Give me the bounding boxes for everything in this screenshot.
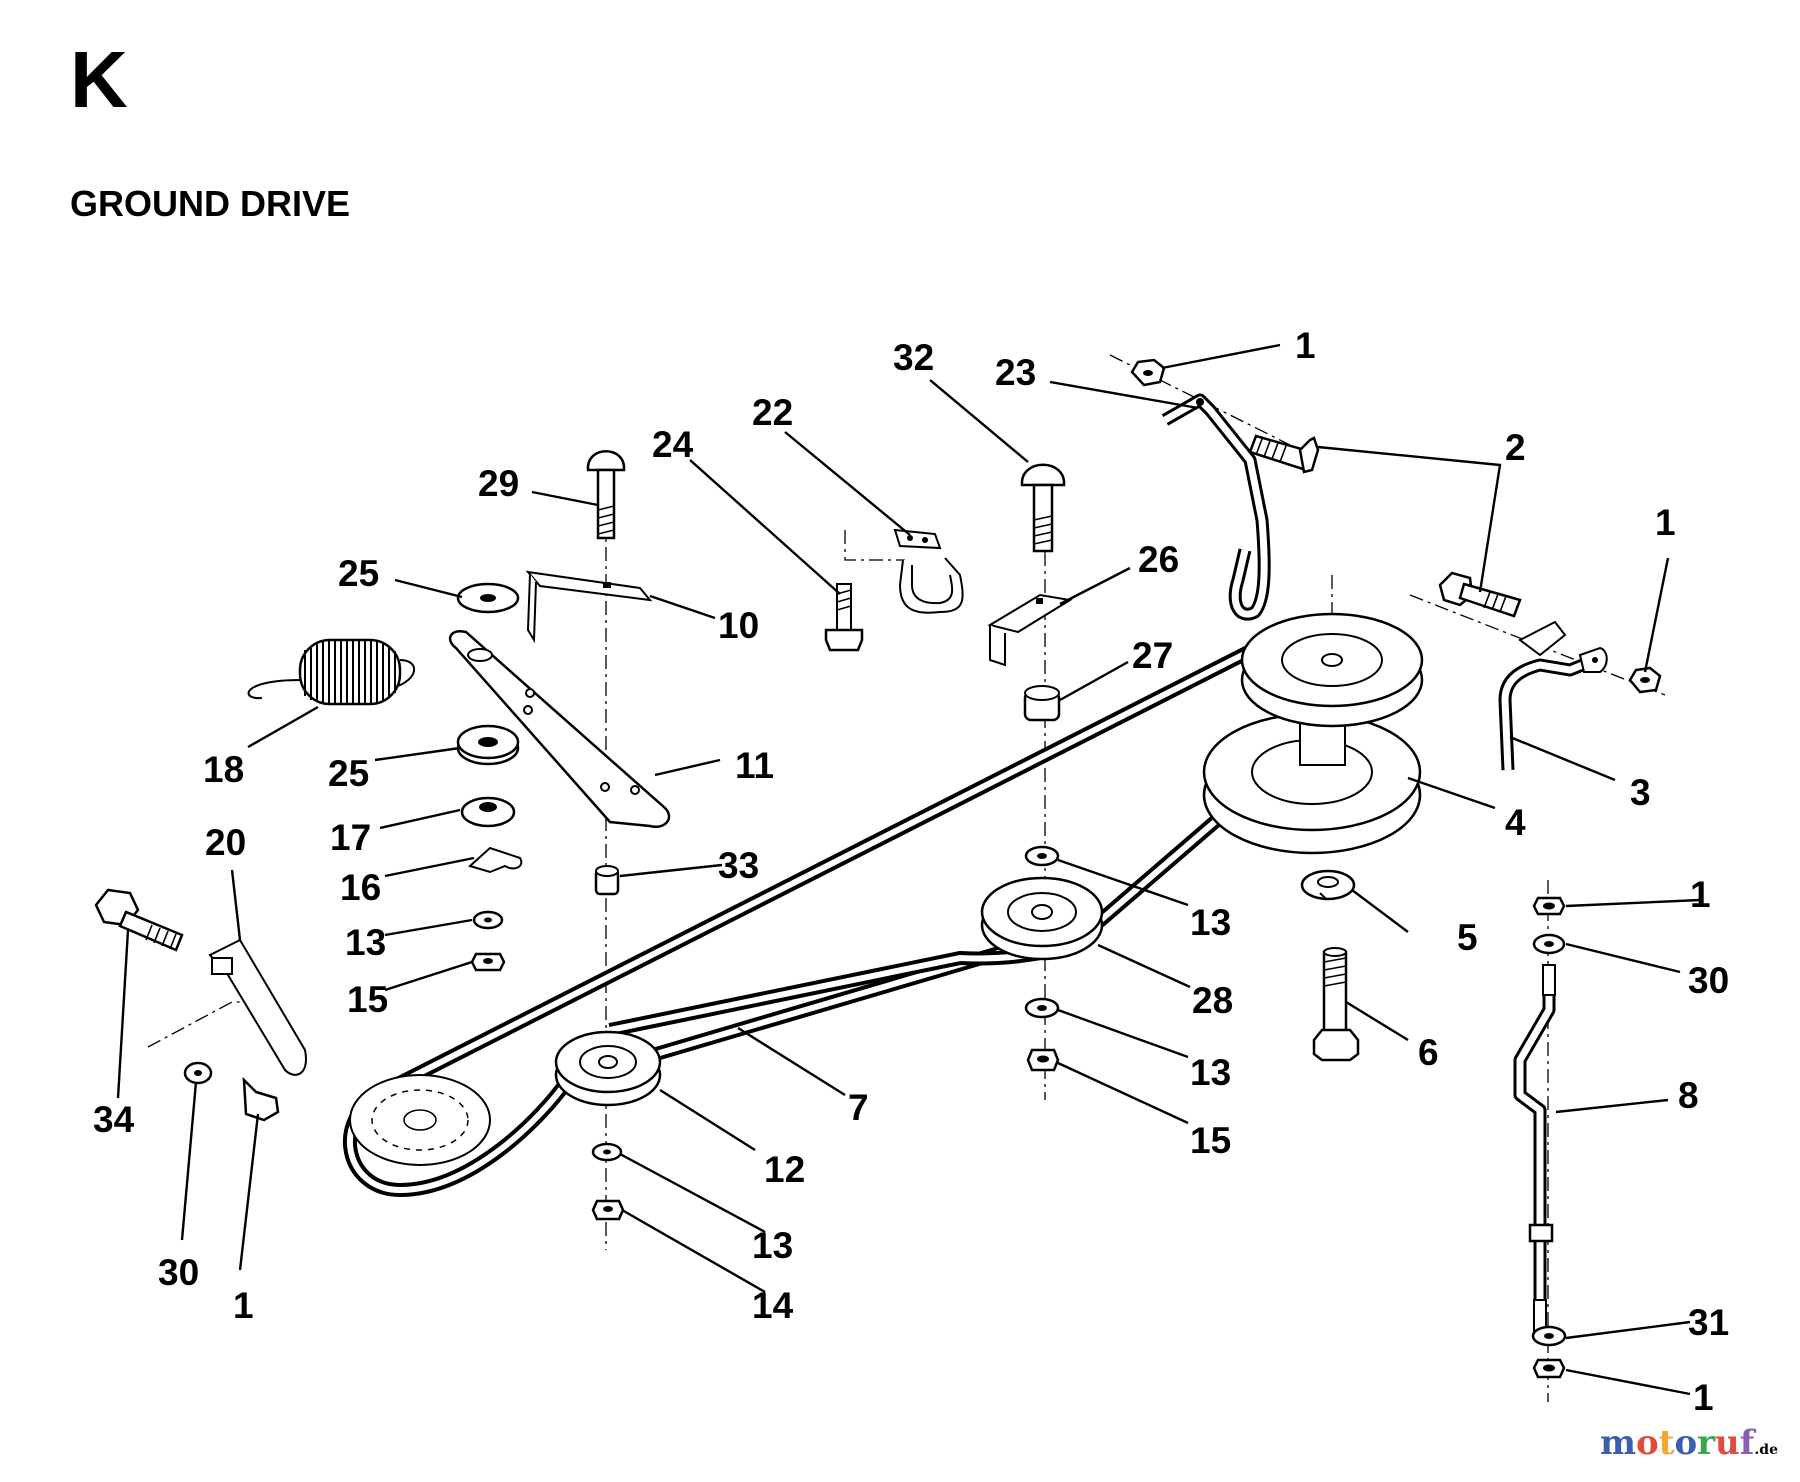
callout-25-upper: 25 — [338, 553, 379, 594]
engine-pulley — [1202, 612, 1424, 855]
callout-5: 5 — [1457, 917, 1478, 958]
callout-32: 32 — [893, 337, 934, 378]
callout-3: 3 — [1630, 772, 1651, 813]
callout-15-left: 15 — [347, 979, 388, 1020]
watermark-letter: t — [1658, 1423, 1675, 1463]
watermark-letter: m — [1600, 1423, 1637, 1463]
callout-18: 18 — [203, 749, 244, 790]
lock-washer-5 — [1300, 869, 1356, 901]
callout-24: 24 — [652, 424, 694, 465]
callout-17: 17 — [330, 817, 371, 858]
callout-12: 12 — [764, 1149, 805, 1190]
callout-1-right-middle: 1 — [1690, 874, 1711, 915]
spacer-27 — [1023, 685, 1061, 722]
watermark-brand: motoruf — [1600, 1423, 1754, 1463]
idler-arm-11 — [448, 629, 671, 829]
callout-13-mid-lower: 13 — [1190, 1052, 1231, 1093]
callout-23: 23 — [995, 352, 1036, 393]
callout-26: 26 — [1138, 539, 1179, 580]
bolt-24 — [824, 583, 864, 652]
bracket-26 — [987, 593, 1073, 667]
rod-8-assembly — [1513, 896, 1567, 1379]
watermark-letter: f — [1739, 1423, 1755, 1463]
callout-31: 31 — [1688, 1302, 1729, 1343]
callout-10: 10 — [718, 605, 759, 646]
callout-1-right-lower: 1 — [1693, 1377, 1714, 1418]
bolt-2-upper — [1248, 434, 1320, 474]
callout-34: 34 — [93, 1099, 135, 1140]
callout-20: 20 — [205, 822, 246, 863]
watermark-letter: o — [1674, 1423, 1698, 1463]
callout-28: 28 — [1192, 980, 1233, 1021]
spacer-33 — [594, 865, 620, 896]
watermark-letter: r — [1697, 1423, 1716, 1463]
callout-8: 8 — [1678, 1075, 1699, 1116]
watermark-logo: motoruf.de — [1600, 1426, 1778, 1460]
callout-2: 2 — [1505, 427, 1526, 468]
watermark-tld: .de — [1754, 1442, 1778, 1458]
carriage-bolt-29 — [586, 450, 626, 540]
callout-27: 27 — [1132, 635, 1173, 676]
carriage-bolt-32 — [1020, 463, 1066, 553]
callout-6: 6 — [1418, 1032, 1439, 1073]
callout-13-bottom: 13 — [752, 1225, 793, 1266]
section-letter: K — [70, 35, 128, 124]
rod-23 — [1161, 393, 1271, 621]
nut-1-top — [1130, 358, 1166, 387]
callout-numbers: 1 23 32 22 24 29 25 10 26 27 2 1 3 4 5 6… — [93, 325, 1729, 1418]
watermark-letter: o — [1636, 1423, 1659, 1463]
callout-15-mid: 15 — [1190, 1120, 1231, 1161]
callout-29: 29 — [478, 463, 519, 504]
callout-1-top: 1 — [1295, 325, 1316, 366]
bolt-6 — [1312, 947, 1360, 1062]
callout-14: 14 — [752, 1285, 794, 1326]
callout-7: 7 — [848, 1087, 869, 1128]
idler-pulley-28 — [980, 876, 1104, 961]
bracket-20-assembly — [94, 888, 307, 1122]
bracket-22 — [893, 528, 964, 614]
bolt-2-lower — [1438, 571, 1522, 618]
transaxle-pulley — [349, 1074, 491, 1166]
left-hardware-stack — [456, 582, 523, 972]
callout-30-left: 30 — [158, 1252, 199, 1293]
callout-11: 11 — [735, 745, 774, 786]
spring-18 — [247, 638, 416, 706]
callout-30-right: 30 — [1688, 960, 1729, 1001]
idler-pulley-12 — [554, 1030, 662, 1107]
callout-25-lower: 25 — [328, 753, 369, 794]
callout-1-left-bottom: 1 — [233, 1285, 254, 1326]
callout-4: 4 — [1505, 802, 1526, 843]
callout-1-right-upper: 1 — [1655, 502, 1676, 543]
bracket-10 — [525, 570, 653, 644]
section-title: GROUND DRIVE — [70, 183, 351, 224]
leader-lines — [116, 343, 1701, 1396]
callout-22: 22 — [752, 392, 793, 433]
rod-3 — [1498, 620, 1608, 771]
nut-1-right-upper — [1628, 666, 1662, 694]
callout-13-mid-upper: 13 — [1190, 902, 1231, 943]
callout-16: 16 — [340, 867, 381, 908]
callout-13-left: 13 — [345, 922, 386, 963]
callout-33: 33 — [718, 845, 759, 886]
watermark-letter: u — [1715, 1423, 1740, 1463]
